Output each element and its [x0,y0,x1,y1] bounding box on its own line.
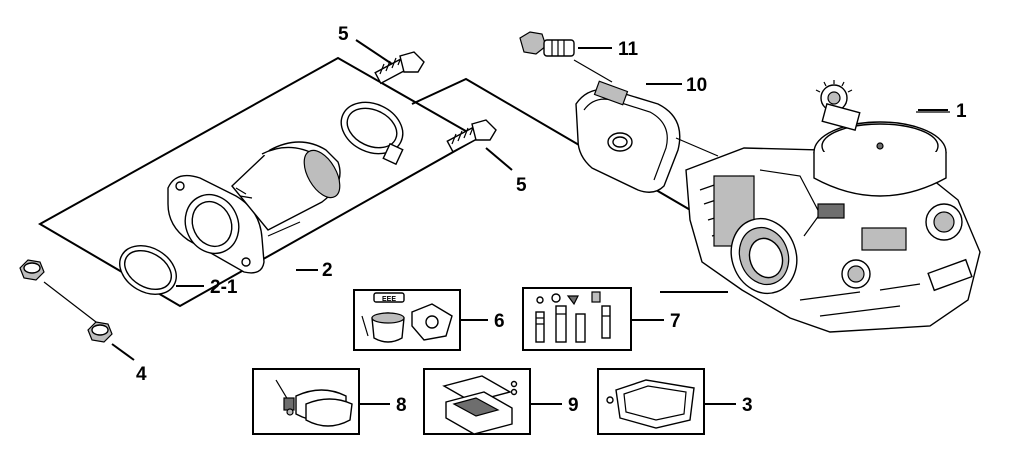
nut-4-bottom-part [87,321,113,343]
carburetor-group-frame [411,77,729,293]
bolt-11-leader [573,59,613,83]
carburetor-assembly-part [685,80,981,333]
callout-5-mid-leader [485,147,513,171]
callout-8: 8 [396,395,407,416]
nut-4-leader [43,281,97,323]
nut-4-top-part [19,259,45,281]
callout-4: 4 [136,364,147,385]
kit-badge-label: EEE [382,296,396,303]
callout-2: 2 [322,260,333,281]
kit-box-6: EEE [353,289,461,351]
callout-10: 10 [686,75,707,96]
bolt-5-mid-part [446,119,497,153]
callout-5-mid: 5 [516,175,527,196]
manifold-leader [267,221,301,237]
bolt-5-top-part [374,51,425,85]
kit-box-8 [252,368,360,435]
callout-5-top-leader [355,39,393,65]
callout-1: 1 [956,101,967,122]
callout-9: 9 [568,395,579,416]
cover-10-part [575,80,681,193]
kit-box-9 [423,368,531,435]
bolt-11-part [519,31,575,57]
o-ring-2-1-part [119,245,177,295]
kit-box-3 [597,368,705,435]
callout-4-leader [111,343,135,361]
callout-7: 7 [670,311,681,332]
intake-manifold-part [167,141,341,274]
kit-box-7 [522,287,632,351]
callout-11: 11 [618,39,639,60]
callout-6: 6 [494,311,505,332]
callout-5-top: 5 [338,24,349,45]
hose-clamp-part [340,101,404,166]
cover-10-leader [675,137,719,157]
callout-3: 3 [742,395,753,416]
callout-2-1: 2-1 [210,277,238,298]
